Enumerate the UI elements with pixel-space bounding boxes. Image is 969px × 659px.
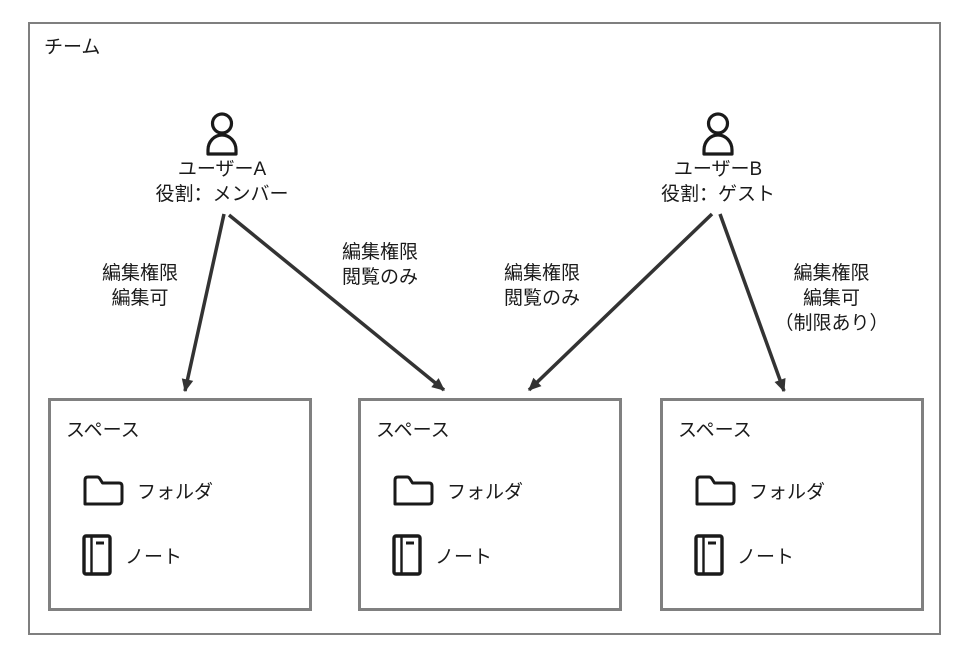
folder-icon <box>83 475 124 506</box>
space-box-1: スペース フォルダ ノート <box>48 398 312 611</box>
folder-label: フォルダ <box>447 481 524 503</box>
user-role: 役割：メンバー <box>155 184 289 205</box>
user-a-figure: ユーザーA 役割：メンバー <box>112 110 332 207</box>
edge-label-line: 編集可 <box>802 288 860 309</box>
edge-label-userA-space1: 編集権限 編集可 <box>60 261 220 311</box>
edge-label-line: 編集権限 <box>101 263 178 284</box>
note-icon <box>392 534 422 576</box>
user-role: 役割：ゲスト <box>660 184 775 205</box>
space-box-3: スペース フォルダ ノート <box>660 398 924 611</box>
edge-label-line: 編集権限 <box>503 263 580 284</box>
edge-label-line: （制限あり） <box>774 313 889 334</box>
space-title: スペース <box>678 420 752 441</box>
edge-label-userB-space2: 編集権限 閲覧のみ <box>462 261 622 311</box>
edge-label-userB-space3: 編集権限 編集可 （制限あり） <box>744 261 919 336</box>
note-label: ノート <box>125 546 183 568</box>
note-item: ノート <box>81 533 182 577</box>
folder-item: フォルダ <box>693 473 825 507</box>
folder-label: フォルダ <box>137 481 214 503</box>
edge-label-line: 編集可 <box>111 288 169 309</box>
user-name: ユーザーA <box>177 159 267 180</box>
person-icon <box>702 112 734 156</box>
edge-label-line: 閲覧のみ <box>341 267 418 288</box>
folder-label: フォルダ <box>749 481 826 503</box>
person-icon <box>206 112 238 156</box>
user-b-figure: ユーザーB 役割：ゲスト <box>608 110 828 207</box>
note-icon <box>694 534 724 576</box>
folder-item: フォルダ <box>391 473 523 507</box>
folder-icon <box>695 475 736 506</box>
edge-label-line: 編集権限 <box>341 242 418 263</box>
user-name: ユーザーB <box>673 159 763 180</box>
note-label: ノート <box>435 546 493 568</box>
note-label: ノート <box>737 546 795 568</box>
space-title: スペース <box>66 420 140 441</box>
team-label: チーム <box>44 37 101 58</box>
edge-label-line: 閲覧のみ <box>503 288 580 309</box>
note-item: ノート <box>693 533 794 577</box>
folder-item: フォルダ <box>81 473 213 507</box>
space-box-2: スペース フォルダ ノート <box>358 398 622 611</box>
note-icon <box>82 534 112 576</box>
folder-icon <box>393 475 434 506</box>
edge-label-line: 編集権限 <box>793 263 870 284</box>
space-title: スペース <box>376 420 450 441</box>
note-item: ノート <box>391 533 492 577</box>
edge-label-userA-space2: 編集権限 閲覧のみ <box>300 240 460 290</box>
